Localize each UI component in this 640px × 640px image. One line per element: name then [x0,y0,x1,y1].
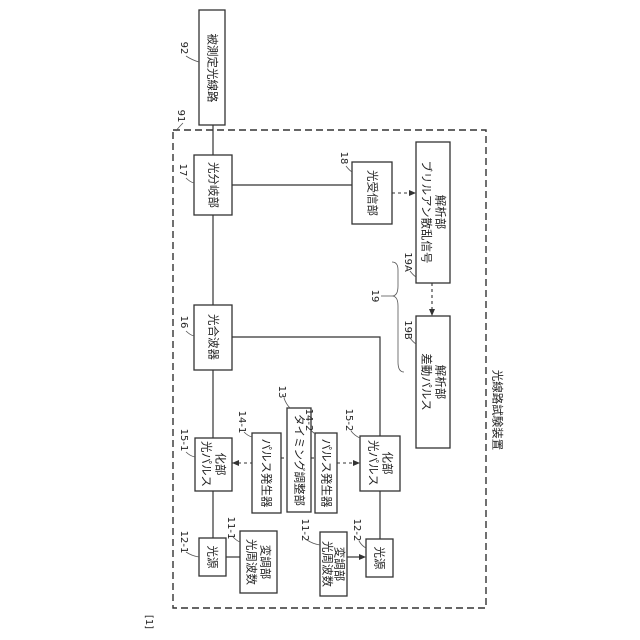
arrow-to-pulse2 [353,460,360,466]
brillouin-label-line1: ブリルアン散乱信号 [420,160,434,263]
leader-splitter [186,178,194,183]
leader-mod2 [307,540,320,545]
leader-combiner [186,331,194,336]
pulse1-label-line1: 光パルス [200,441,214,487]
ref-receiver: 18 [338,152,349,165]
splitter-label: 光分岐部 [207,162,221,208]
block-labels: 被測定光線路 光分岐部 光受信部 ブリルアン散乱信号 解析部 光合波器 差動パル… [200,34,448,588]
pulse1-label-line2: 化部 [214,453,228,476]
leader-gen1 [244,432,252,437]
mod1-label-line1: 光周波数 [245,539,259,585]
ref-pulse2: 15-2 [343,409,354,432]
ref-gen1: 14-1 [236,411,247,434]
gen2-label: パルス発生器 [320,439,334,508]
system-label: 光線路試験装置 [491,370,505,451]
ref-pulse1: 15-1 [178,429,189,452]
pulse2-label-line1: 光パルス [367,440,381,486]
arrow-to-src2 [359,554,366,560]
ref-src1: 12-1 [178,531,189,554]
mod2-label-line2: 変調部 [333,547,347,582]
src1-label: 光源 [206,546,220,569]
ref-brillouin: 19A [402,252,413,272]
fiber-label: 被測定光線路 [206,34,220,103]
gen1-label: パルス発生器 [260,439,274,508]
pulse-analysis-label-line1: 差動パルス [420,353,434,411]
receiver-label: 光受信部 [366,170,380,216]
ref-pulse-analysis: 19B [402,320,413,340]
ref-src2: 12-2 [351,519,362,542]
mod1-label-line2: 変調部 [259,545,273,580]
ref-group19: 19 [369,290,380,303]
mod2-label-line1: 光周波数 [321,541,335,587]
leader-src2 [359,541,366,548]
ref-splitter: 17 [177,164,188,177]
leader-pulse1 [186,452,195,457]
figure-label: [1] [143,615,154,629]
combiner-label: 光合波器 [207,314,221,360]
ref-mod1: 11-1 [225,517,236,540]
ref-mod2: 11-2 [299,519,310,542]
ref-gen2: 14-2 [303,409,314,432]
src2-label: 光源 [373,547,387,570]
arrow-to-brillouin [409,190,416,196]
arrow-to-pulse-analysis [429,309,435,316]
leader-src1 [186,552,199,557]
leader-receiver [346,166,352,172]
leader-pulse2 [351,431,360,438]
brillouin-label-line2: 解析部 [434,195,448,230]
leader-fiber [186,56,199,62]
ref-fiber: 92 [178,42,189,55]
ref-system: 91 [175,110,186,123]
ref-combiner: 16 [178,316,189,329]
arrow-to-pulse1 [232,460,239,466]
pulse2-label-line2: 化部 [381,452,395,475]
leader-timing [284,398,290,408]
leader-brillouin [410,271,416,277]
bracket-group19 [392,262,404,372]
pulse-analysis-label-line2: 解析部 [434,365,448,400]
ref-timing: 13 [276,386,287,399]
